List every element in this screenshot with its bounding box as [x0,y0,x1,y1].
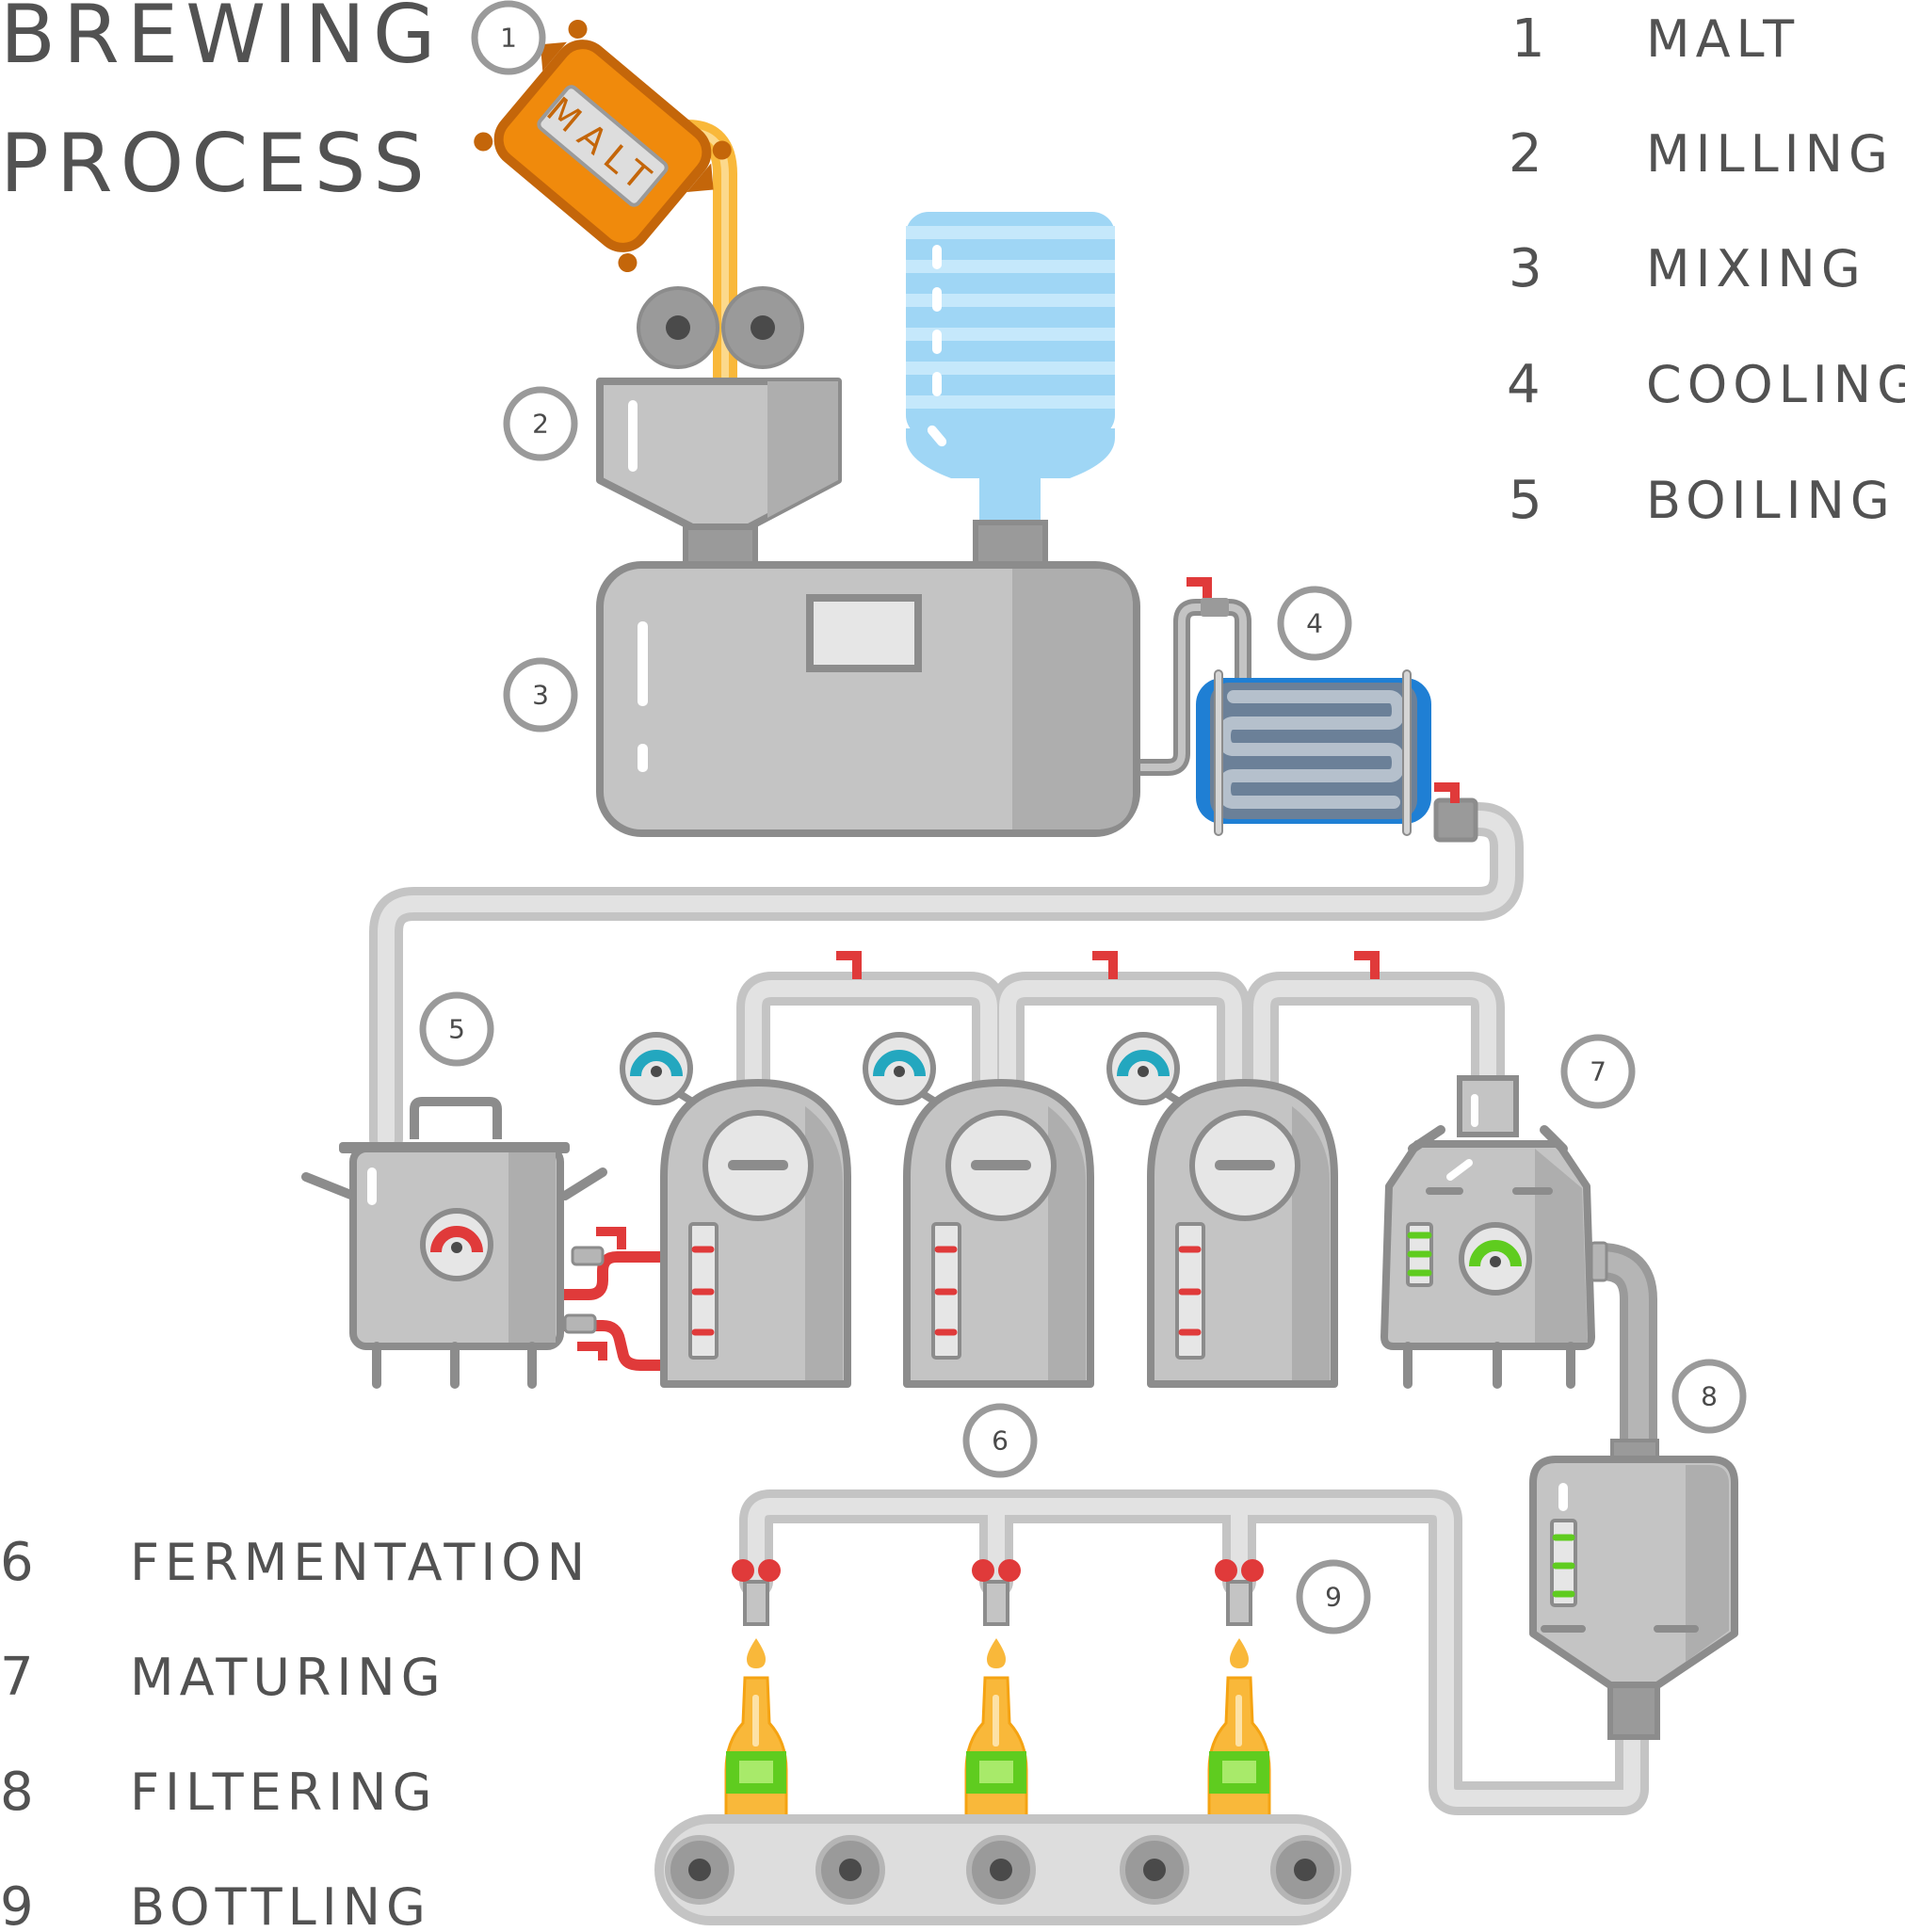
bottle-station [724,1559,788,1824]
legend-label-milling: MILLING [1646,124,1894,184]
filter-to-bottling-pipe [739,1489,1649,1815]
legend-left: 6 FERMENTATION 7 MATURING 8 FILTERING 9 … [0,1532,590,1932]
hopper-icon [596,378,842,572]
legend-label-malt: MALT [1646,9,1800,69]
legend-right: 1 MALT 2 MILLING 3 MIXING 4 COOLING 5 BO… [1507,8,1905,531]
bottle-station [1207,1559,1271,1824]
step-marker-label: 5 [448,1014,465,1045]
conveyor-icon [654,1814,1351,1925]
gauge-icon [1106,1032,1183,1105]
legend-label-fermentation: FERMENTATION [130,1533,590,1592]
fermentation-tank-icon [863,1032,1094,1388]
step-markers: 1 2 3 4 5 6 7 8 9 [419,0,1747,1634]
step-marker-label: 3 [532,680,549,711]
fermentation-tank-icon [620,1032,851,1388]
legend-num-3: 3 [1509,238,1542,299]
cooler-coil-icon [1196,598,1478,843]
kettle-to-fermenter-pipe-lower [555,1320,676,1371]
step-marker-label: 2 [532,409,549,440]
kettle-gauge-icon [420,1208,493,1281]
kettle-to-fermenter-pipe-upper [555,1251,676,1300]
legend-num-5: 5 [1509,470,1542,531]
step-marker-5: 5 [419,991,494,1067]
legend-num-4: 4 [1507,354,1541,415]
legend-num-1: 1 [1511,8,1545,70]
pipes [369,120,1657,1815]
mill-rollers-icon [637,286,804,369]
legend-num-2: 2 [1509,123,1542,185]
water-jug-icon [906,212,1115,568]
step-marker-1: 1 [471,0,546,75]
step-marker-label: 1 [500,23,517,54]
filter-tank-icon [1529,1439,1738,1740]
legend-label-filtering: FILTERING [130,1763,437,1822]
title-line-1: BREWING [0,0,443,82]
bottling-line [724,1559,1271,1824]
step-marker-label: 9 [1325,1582,1342,1613]
maturing-tank-icon [1380,1075,1608,1389]
bottle-station [964,1559,1028,1824]
step-marker-7: 7 [1560,1034,1636,1109]
legend-num-8: 8 [0,1762,34,1823]
legend-label-maturing: MATURING [130,1648,446,1707]
step-marker-label: 7 [1590,1056,1606,1087]
bottle-icon [964,1676,1028,1824]
legend-num-6: 6 [0,1532,34,1593]
legend-label-mixing: MIXING [1646,239,1866,298]
fermentation-tank-icon [1106,1032,1338,1388]
step-marker-2: 2 [503,386,578,461]
legend-label-boiling: BOILING [1646,471,1896,530]
bottle-icon [1207,1676,1271,1824]
valve-icon [577,577,1460,1360]
legend-label-cooling: COOLING [1646,355,1905,414]
step-marker-6: 6 [962,1403,1038,1478]
gauge-icon [620,1032,696,1105]
step-marker-label: 8 [1701,1381,1718,1412]
mixing-tank-icon [596,561,1140,837]
step-marker-label: 6 [992,1425,1009,1457]
step-marker-4: 4 [1277,586,1352,661]
title-line-2: PROCESS [0,117,432,211]
legend-num-9: 9 [0,1876,34,1928]
legend-label-bottling: BOTTLING [130,1877,431,1928]
legend-num-7: 7 [0,1647,34,1708]
bottle-icon [724,1676,788,1824]
gauge-icon [863,1032,939,1105]
step-marker-9: 9 [1296,1559,1371,1634]
fermentation-tanks [620,1032,1338,1388]
step-marker-8: 8 [1671,1359,1747,1434]
step-marker-3: 3 [503,657,578,733]
malt-bag-icon: MALT [474,19,732,273]
boiling-kettle-icon [301,1097,607,1389]
step-marker-label: 4 [1306,608,1323,639]
